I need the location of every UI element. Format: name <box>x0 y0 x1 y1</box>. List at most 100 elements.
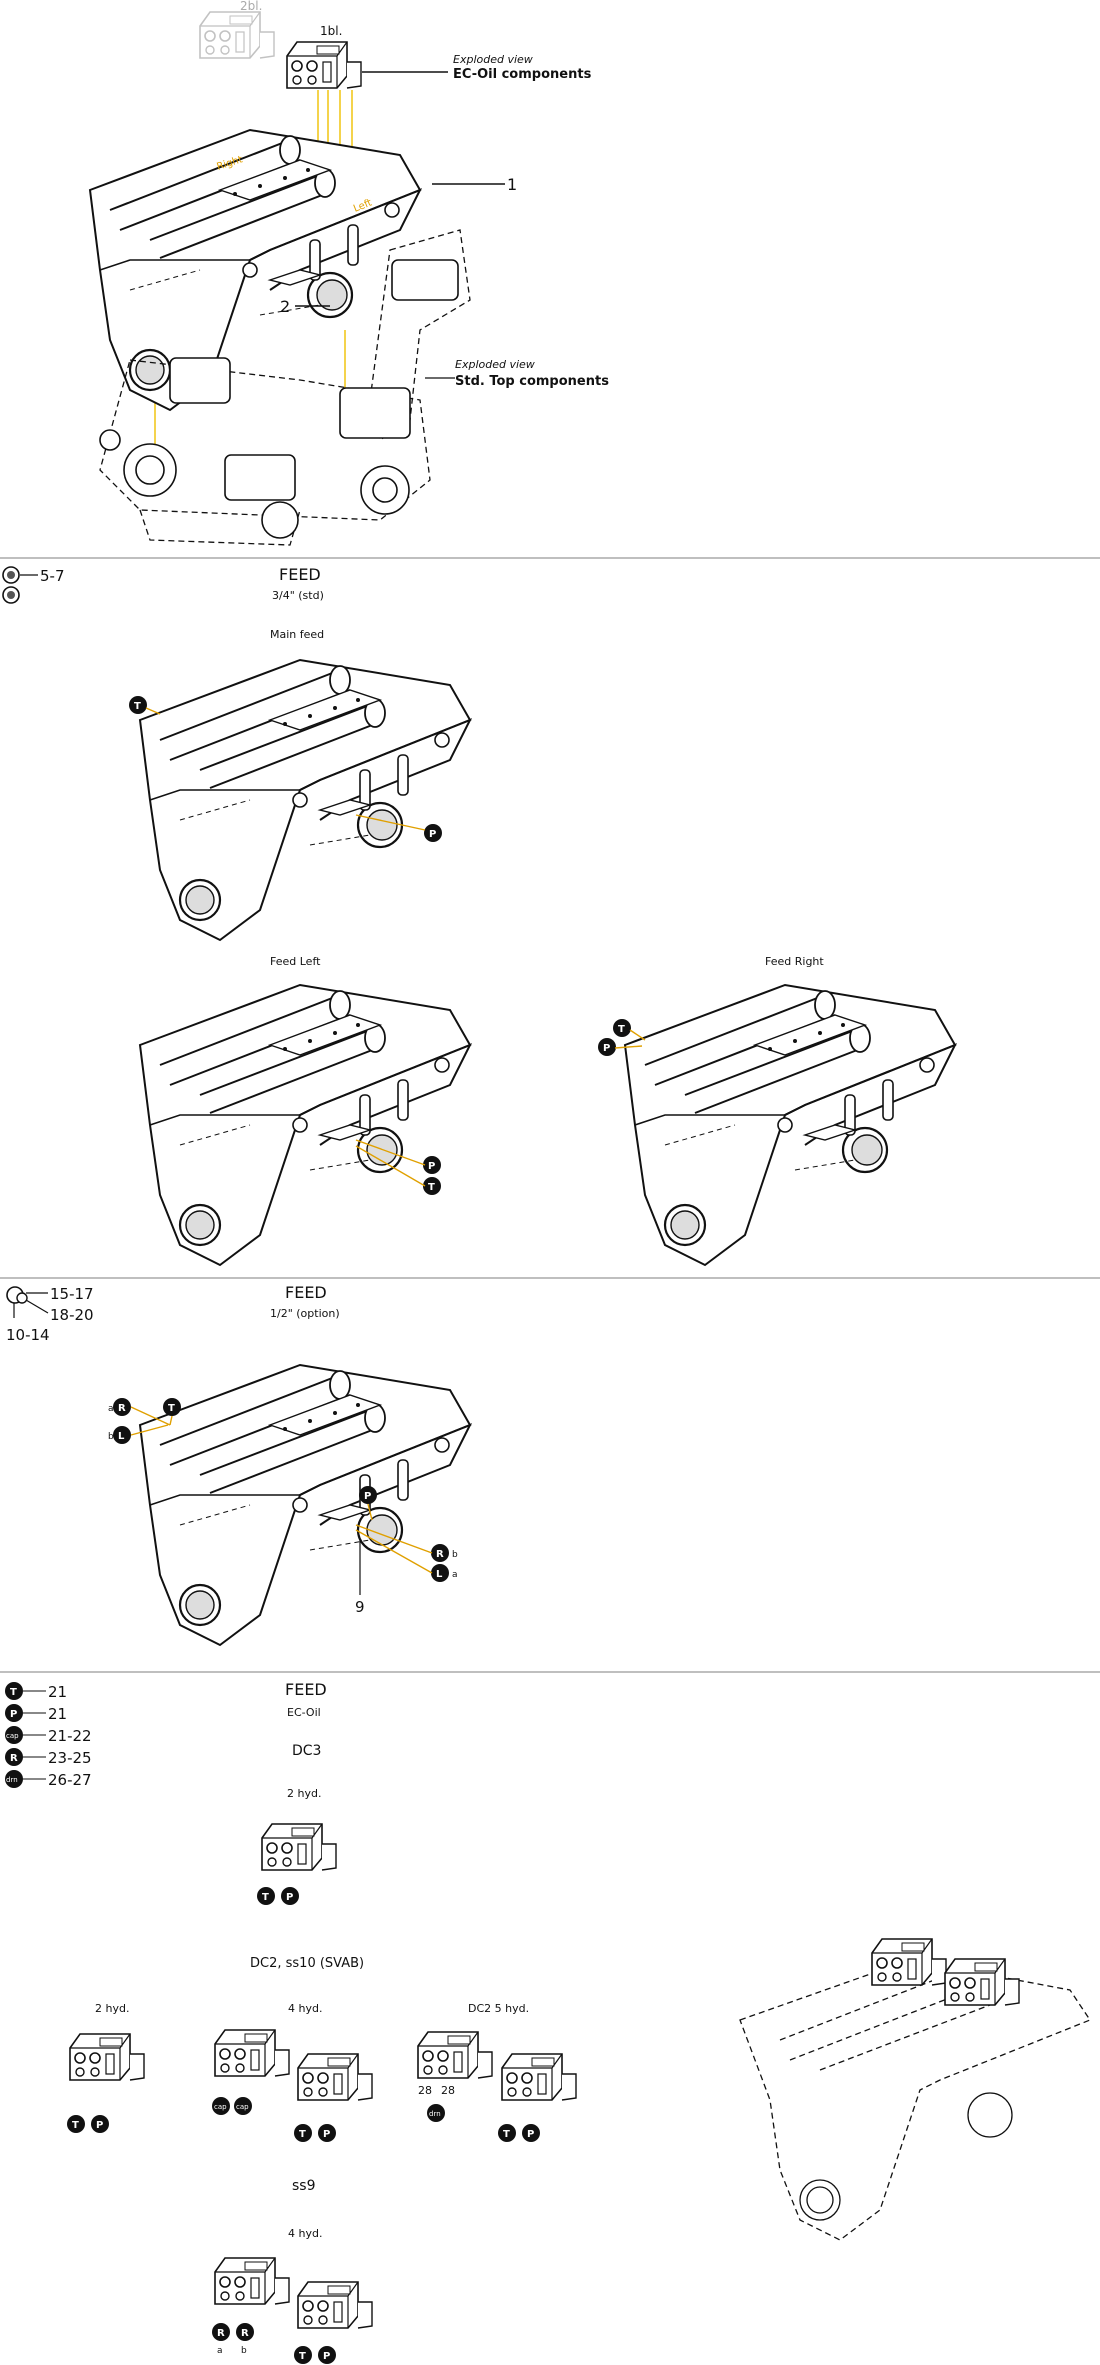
coupler-frame-feed-left <box>138 983 472 1267</box>
dc2-5hyd-label: DC2 5 hyd. <box>468 2002 529 2015</box>
dc2-4hyd-valve-b-icon <box>297 2053 373 2101</box>
feed-subtitle-option: 1/2" (option) <box>270 1307 340 1320</box>
exploded-std-line2: Std. Top components <box>455 374 609 389</box>
dc3-port-t: T <box>262 1892 269 1903</box>
ghost-valve-icon <box>199 11 275 59</box>
side-b-bottom: b <box>452 1550 458 1560</box>
ss9-valve-b-icon <box>297 2281 373 2329</box>
dc2-4hyd-port-p: P <box>323 2129 330 2140</box>
dc2-4hyd-valve-a-icon <box>214 2029 290 2077</box>
feed-right-label: Feed Right <box>765 955 824 968</box>
section-feed-std: 5-7 FEED 3/4" (std) Main feed T P Feed L… <box>2 565 957 1267</box>
fitting-icon <box>2 566 20 604</box>
coupler-frame-feed-right <box>623 983 957 1267</box>
legend-range-drn: 26-27 <box>48 1771 92 1789</box>
ghost-valve-label: 2bl. <box>240 0 262 13</box>
dc2-5hyd-valve-b-icon <box>501 2053 577 2101</box>
section-feed-ec-oil: T 21 P 21 cap 21-22 R 23-25 drn 26-27 FE… <box>5 1680 1091 2364</box>
legend-sym-drn: drn <box>6 1776 18 1784</box>
port-l-bottom: L <box>436 1569 443 1580</box>
feed-hose-main <box>145 707 426 831</box>
feed-left-label: Feed Left <box>270 955 321 968</box>
legend-sym-p: P <box>10 1709 17 1720</box>
option-hoses <box>130 1406 433 1574</box>
legend-range-r: 23-25 <box>48 1749 92 1767</box>
port-l-top: L <box>118 1431 125 1442</box>
port-t-top: T <box>168 1403 175 1414</box>
coupler-frame-option <box>138 1363 472 1647</box>
dc2-group-label: DC2, ss10 (SVAB) <box>250 1956 364 1971</box>
side-b-top: b <box>108 1432 114 1442</box>
ec-frame-valve-b-icon <box>944 1958 1020 2006</box>
port-t-label: T <box>134 701 141 712</box>
side-a-bottom: a <box>452 1570 458 1580</box>
adapter-icon <box>6 1286 28 1318</box>
option-ports: R L T P R L <box>113 1398 449 1582</box>
port-r-top: R <box>118 1403 126 1414</box>
section-feed-option: 15-17 18-20 10-14 FEED 1/2" (option) R L… <box>6 1283 472 1647</box>
feed-title-std: FEED <box>279 565 321 584</box>
legend-18-20: 18-20 <box>50 1306 94 1324</box>
port-r-bottom: R <box>436 1549 444 1560</box>
dc3-hyd-label: 2 hyd. <box>287 1787 321 1800</box>
legend-15-17: 15-17 <box>50 1285 94 1303</box>
port-p-mid: P <box>364 1491 371 1502</box>
legend-list: T 21 P 21 cap 21-22 R 23-25 drn 26-27 <box>5 1682 92 1789</box>
dc3-label: DC3 <box>292 1743 321 1759</box>
legend-10-14: 10-14 <box>6 1326 50 1344</box>
legend-sym-cap: cap <box>6 1732 19 1740</box>
section-exploded-view: 2bl. 1bl. Exploded view EC-Oil component… <box>88 0 609 546</box>
dc2-5hyd-port-p: P <box>527 2129 534 2140</box>
ec-frame-dashed <box>739 1959 1091 2241</box>
dc3-port-p: P <box>286 1892 293 1903</box>
port-28-b: 28 <box>441 2084 455 2097</box>
feed-left-t: T <box>428 1182 435 1193</box>
dc2-cap-b: cap <box>236 2103 249 2111</box>
ec-valve-label: 1bl. <box>320 24 342 38</box>
port-p-label: P <box>429 829 436 840</box>
dc2-5hyd-port-t: T <box>503 2129 510 2140</box>
dc3-valve-icon <box>261 1823 337 1871</box>
dc2-4hyd-label: 4 hyd. <box>288 2002 322 2015</box>
dc3-ports: T P <box>257 1887 299 1905</box>
ss9-hyd-label: 4 hyd. <box>288 2227 322 2240</box>
std-top-parts <box>99 259 459 539</box>
dc2-cap-a: cap <box>214 2103 227 2111</box>
ss9-port-t: T <box>299 2351 306 2362</box>
feed-title-ec: FEED <box>285 1680 327 1699</box>
legend-range-5-7: 5-7 <box>40 567 65 585</box>
ss9-port-p: P <box>323 2351 330 2362</box>
ss9-valve-a-icon <box>214 2257 290 2305</box>
exploded-std-line1: Exploded view <box>455 358 535 371</box>
legend-range-cap: 21-22 <box>48 1727 92 1745</box>
feed-hose-right <box>614 1029 646 1049</box>
side-a-top: a <box>108 1404 114 1414</box>
dc2-2hyd-port-t: T <box>72 2120 79 2131</box>
dc2-drn: drn <box>429 2110 441 2118</box>
ss9-label: ss9 <box>292 2178 316 2194</box>
legend-sym-r: R <box>10 1753 18 1764</box>
dc2-2hyd-label: 2 hyd. <box>95 2002 129 2015</box>
dc2-2hyd-valve-icon <box>69 2033 145 2081</box>
legend-range-t: 21 <box>48 1683 67 1701</box>
feed-subtitle-ec: EC-Oil <box>287 1706 321 1719</box>
feed-subtitle-std: 3/4" (std) <box>272 589 324 602</box>
exploded-ec-line2: EC-Oil components <box>453 67 592 82</box>
ss9-side-a: a <box>217 2346 223 2356</box>
legend-sym-t: T <box>10 1687 17 1698</box>
callout-1: 1 <box>507 175 517 194</box>
feed-title-option: FEED <box>285 1283 327 1302</box>
ec-frame-valve-a-icon <box>871 1938 947 1986</box>
ss9-port-r-b: R <box>241 2328 249 2339</box>
callout-2: 2 <box>280 297 290 316</box>
legend-range-p: 21 <box>48 1705 67 1723</box>
port-p-icon <box>424 824 442 842</box>
feed-hose-left <box>355 1139 426 1187</box>
feed-right-t: T <box>618 1024 625 1035</box>
coupler-frame-main-feed <box>138 658 472 942</box>
feed-right-p: P <box>603 1043 610 1054</box>
ss9-side-b: b <box>241 2346 247 2356</box>
port-28-a: 28 <box>418 2084 432 2097</box>
coupler-frame-main <box>88 128 422 412</box>
